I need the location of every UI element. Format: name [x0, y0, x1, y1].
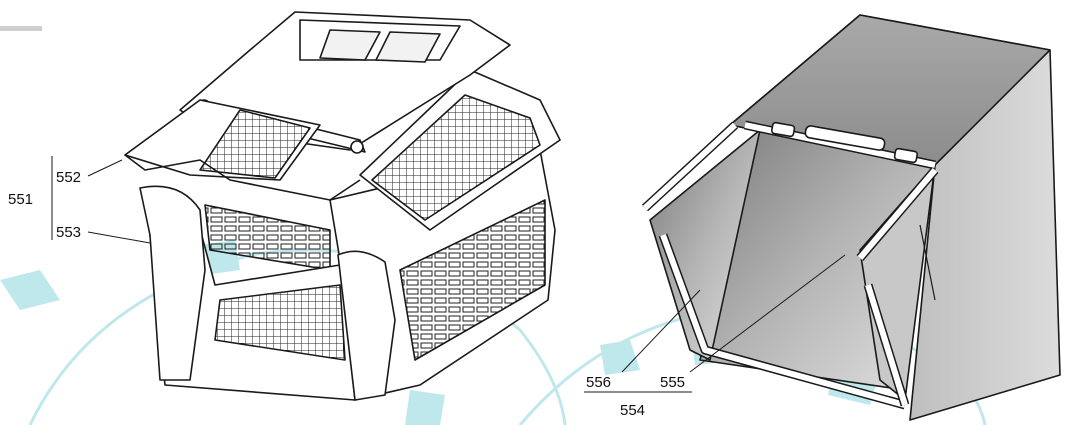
- grass-catcher-rigid: [124, 11, 561, 401]
- label-553: 553: [56, 224, 81, 241]
- label-555: 555: [660, 374, 685, 391]
- leader-lines-right: [584, 254, 846, 393]
- leader-lines-left: [51, 156, 151, 244]
- label-556: 556: [586, 374, 611, 391]
- label-554: 554: [620, 402, 645, 419]
- corner-bar: [0, 26, 42, 31]
- label-551: 551: [8, 191, 33, 208]
- label-552: 552: [56, 169, 81, 186]
- grass-bag-fabric: [641, 14, 1061, 421]
